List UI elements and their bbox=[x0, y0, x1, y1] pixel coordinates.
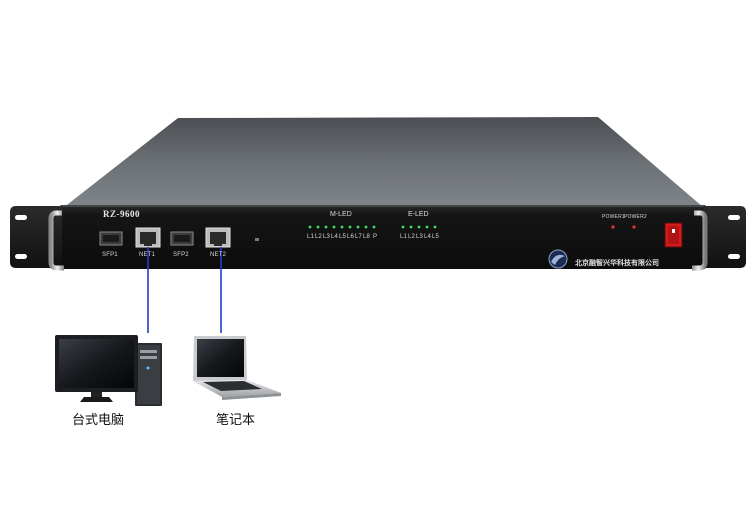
m-led-dot bbox=[324, 225, 328, 229]
m-led-label: L1 bbox=[307, 234, 315, 240]
m-led-label: L8 bbox=[363, 234, 371, 240]
m-led-dot bbox=[340, 225, 344, 229]
e-led-dot bbox=[409, 225, 413, 229]
e-led-label: L3 bbox=[416, 234, 424, 240]
m-led-label: L5 bbox=[339, 234, 347, 240]
rack-ear-right bbox=[704, 206, 746, 268]
e-led-title: E-LED bbox=[408, 211, 429, 218]
port-label-sfp2: SFP2 bbox=[173, 252, 189, 258]
m-led-label: L3 bbox=[323, 234, 331, 240]
laptop-icon bbox=[193, 336, 281, 400]
m-led-dot bbox=[332, 225, 336, 229]
power2-led bbox=[632, 225, 636, 229]
desktop-computer-icon bbox=[55, 335, 162, 406]
m-led-dot bbox=[364, 225, 368, 229]
device-model: RZ-9600 bbox=[103, 209, 140, 219]
e-led-label: L5 bbox=[432, 234, 440, 240]
m-led-dot bbox=[316, 225, 320, 229]
power1-led bbox=[611, 225, 615, 229]
handle-left bbox=[48, 210, 64, 271]
chassis-top bbox=[63, 117, 703, 208]
e-led-label: L1 bbox=[400, 234, 408, 240]
m-led-label: L4 bbox=[331, 234, 339, 240]
m-led-title: M-LED bbox=[330, 211, 352, 218]
m-led-label: P bbox=[373, 234, 378, 240]
laptop-caption: 笔记本 bbox=[216, 413, 256, 428]
m-led-dot bbox=[308, 225, 312, 229]
reset-hole bbox=[255, 238, 259, 241]
port-label-net2: NET2 bbox=[210, 252, 227, 258]
e-led-label: L2 bbox=[408, 234, 416, 240]
e-led-group bbox=[401, 225, 437, 229]
e-led-dot bbox=[401, 225, 405, 229]
company-logo-icon bbox=[548, 249, 568, 269]
m-led-label: L7 bbox=[355, 234, 363, 240]
m-led-dot bbox=[348, 225, 352, 229]
port-label-net1: NET1 bbox=[139, 252, 156, 258]
m-led-group bbox=[308, 225, 376, 229]
port-label-sfp1: SFP1 bbox=[102, 252, 118, 258]
handle-right bbox=[692, 210, 708, 271]
m-led-dot bbox=[356, 225, 360, 229]
desktop-caption: 台式电脑 bbox=[72, 413, 125, 428]
m-led-label: L6 bbox=[347, 234, 355, 240]
e-led-dot bbox=[425, 225, 429, 229]
company-name: 北京融智兴华科技有限公司 bbox=[575, 259, 659, 267]
e-led-dot bbox=[417, 225, 421, 229]
m-led-dot bbox=[372, 225, 376, 229]
e-led-dot bbox=[433, 225, 437, 229]
e-led-label: L4 bbox=[424, 234, 432, 240]
power2-label: POWER2 bbox=[624, 214, 647, 220]
m-led-label: L2 bbox=[315, 234, 323, 240]
power1-label: POWER1 bbox=[602, 214, 625, 220]
